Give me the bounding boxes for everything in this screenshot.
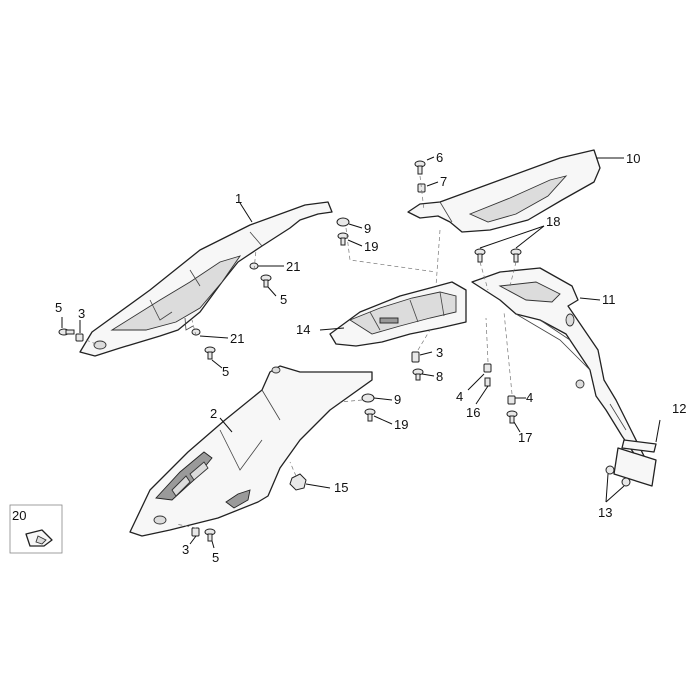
- callout-19: 19: [364, 239, 378, 254]
- callout-4: 4: [456, 389, 463, 404]
- callout-16: 16: [466, 405, 480, 420]
- callout-2: 2: [210, 406, 217, 421]
- callout-17: 17: [518, 430, 532, 445]
- callout-1: 1: [235, 191, 242, 206]
- callout-21: 21: [286, 259, 300, 274]
- callout-7: 7: [440, 174, 447, 189]
- callout-6: 6: [436, 150, 443, 165]
- part-1-upper-side-panel: [79, 201, 333, 357]
- plate-mount: [605, 447, 657, 487]
- callout-3: 3: [78, 306, 85, 321]
- part-14-under-tray: [329, 281, 467, 347]
- callout-15: 15: [334, 480, 348, 495]
- callout-9: 9: [364, 221, 371, 236]
- part-10-tail-cover: [407, 149, 601, 233]
- callout-4: 4: [526, 390, 533, 405]
- callout-21: 21: [230, 331, 244, 346]
- part-12-reflector: [621, 439, 657, 453]
- callout-14: 14: [296, 322, 310, 337]
- part-2-lower-side-panel: [129, 365, 373, 537]
- callout-9: 9: [394, 392, 401, 407]
- callout-11: 11: [602, 292, 616, 307]
- callout-13: 13: [598, 505, 612, 520]
- assembly-lines: [85, 175, 517, 529]
- callout-5: 5: [55, 300, 62, 315]
- part-20-inset: [9, 504, 63, 554]
- callout-8: 8: [436, 369, 443, 384]
- callout-5: 5: [222, 364, 229, 379]
- callout-10: 10: [626, 151, 640, 166]
- callout-20: 20: [12, 508, 26, 523]
- callout-5: 5: [212, 550, 219, 565]
- leader-lines: [61, 156, 661, 549]
- callout-5: 5: [280, 292, 287, 307]
- callout-labels: 1 2 3 3 3 4 4 5 5 5 5 6 7 8 9 9 10 11 12…: [12, 150, 686, 565]
- part-11-plate-holder: [471, 267, 647, 463]
- callout-12: 12: [672, 401, 686, 416]
- hardware: [58, 160, 522, 542]
- callout-18: 18: [546, 214, 560, 229]
- callout-19: 19: [394, 417, 408, 432]
- callout-3: 3: [436, 345, 443, 360]
- callout-3: 3: [182, 542, 189, 557]
